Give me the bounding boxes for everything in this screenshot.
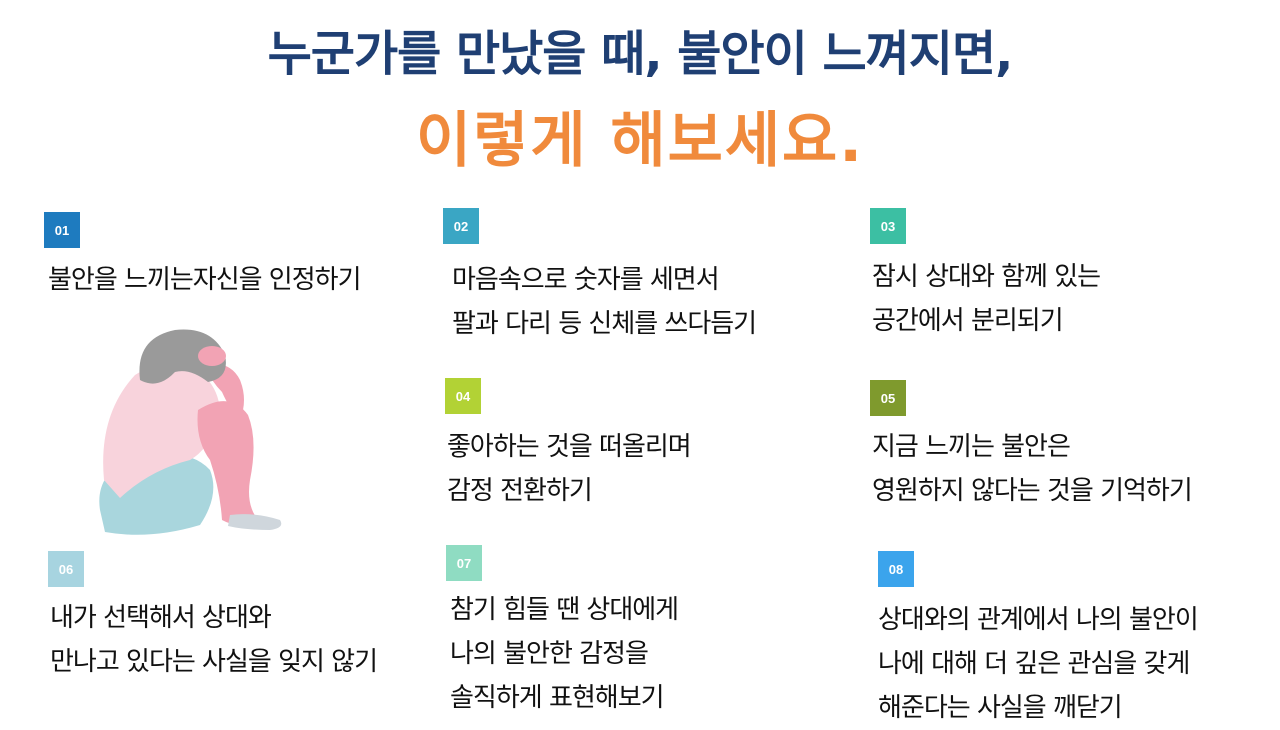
anxious-woman-illustration [99,329,282,535]
tip-08-line-1: 상대와의 관계에서 나의 불안이 [878,605,1199,635]
shirt-shape [103,364,221,498]
tip-08-text: 상대와의 관계에서 나의 불안이 나에 대해 더 깊은 관심을 갖게 해준다는 … [878,598,1199,730]
tip-06-line-1: 내가 선택해서 상대와 [50,603,272,633]
tip-03-badge: 03 [870,208,906,244]
tip-08-line-3: 해준다는 사실을 깨닫기 [878,693,1123,723]
tip-08-badge: 08 [878,551,914,587]
knee-shape [197,401,258,525]
tip-01-line-1: 불안을 느끼는자신을 인정하기 [48,265,361,295]
tip-07-line-3: 솔직하게 표현해보기 [450,683,665,713]
tip-02-line-2: 팔과 다리 등 신체를 쓰다듬기 [452,309,757,339]
tip-04-text: 좋아하는 것을 떠올리며 감정 전환하기 [447,425,692,513]
tip-02-badge: 02 [443,208,479,244]
tip-04-badge: 04 [445,378,481,414]
tip-01-text: 불안을 느끼는자신을 인정하기 [48,258,361,302]
tip-08-line-2: 나에 대해 더 깊은 관심을 갖게 [878,649,1190,679]
tip-06-text: 내가 선택해서 상대와 만나고 있다는 사실을 잊지 않기 [50,596,378,684]
tip-04-line-2: 감정 전환하기 [447,476,593,506]
tip-03-line-1: 잠시 상대와 함께 있는 [872,262,1101,292]
tip-05-text: 지금 느끼는 불안은 영원하지 않다는 것을 기억하기 [872,425,1193,513]
tip-03-line-2: 공간에서 분리되기 [872,306,1064,336]
hair-shape [139,329,226,384]
tip-07-line-2: 나의 불안한 감정을 [450,639,649,669]
title-line-2: 이렇게 해보세요. [415,106,865,176]
tip-05-line-2: 영원하지 않다는 것을 기억하기 [872,476,1193,506]
tip-06-line-2: 만나고 있다는 사실을 잊지 않기 [50,647,378,677]
tip-07-badge: 07 [446,545,482,581]
tip-07-line-1: 참기 힘들 땐 상대에게 [450,595,679,625]
tip-01-badge: 01 [44,212,80,248]
tip-02-text: 마음속으로 숫자를 세면서 팔과 다리 등 신체를 쓰다듬기 [452,258,757,346]
tip-03-text: 잠시 상대와 함께 있는 공간에서 분리되기 [872,255,1101,343]
tip-04-line-1: 좋아하는 것을 떠올리며 [447,432,692,462]
tip-06-badge: 06 [48,551,84,587]
shoe-shape [228,514,282,530]
tip-05-line-1: 지금 느끼는 불안은 [872,432,1071,462]
tip-05-badge: 05 [870,380,906,416]
tip-02-line-1: 마음속으로 숫자를 세면서 [452,265,720,295]
hand-shape [198,346,226,366]
tip-07-text: 참기 힘들 땐 상대에게 나의 불안한 감정을 솔직하게 표현해보기 [450,588,679,720]
title-line-1: 누군가를 만났을 때, 불안이 느껴지면, [267,26,1014,82]
